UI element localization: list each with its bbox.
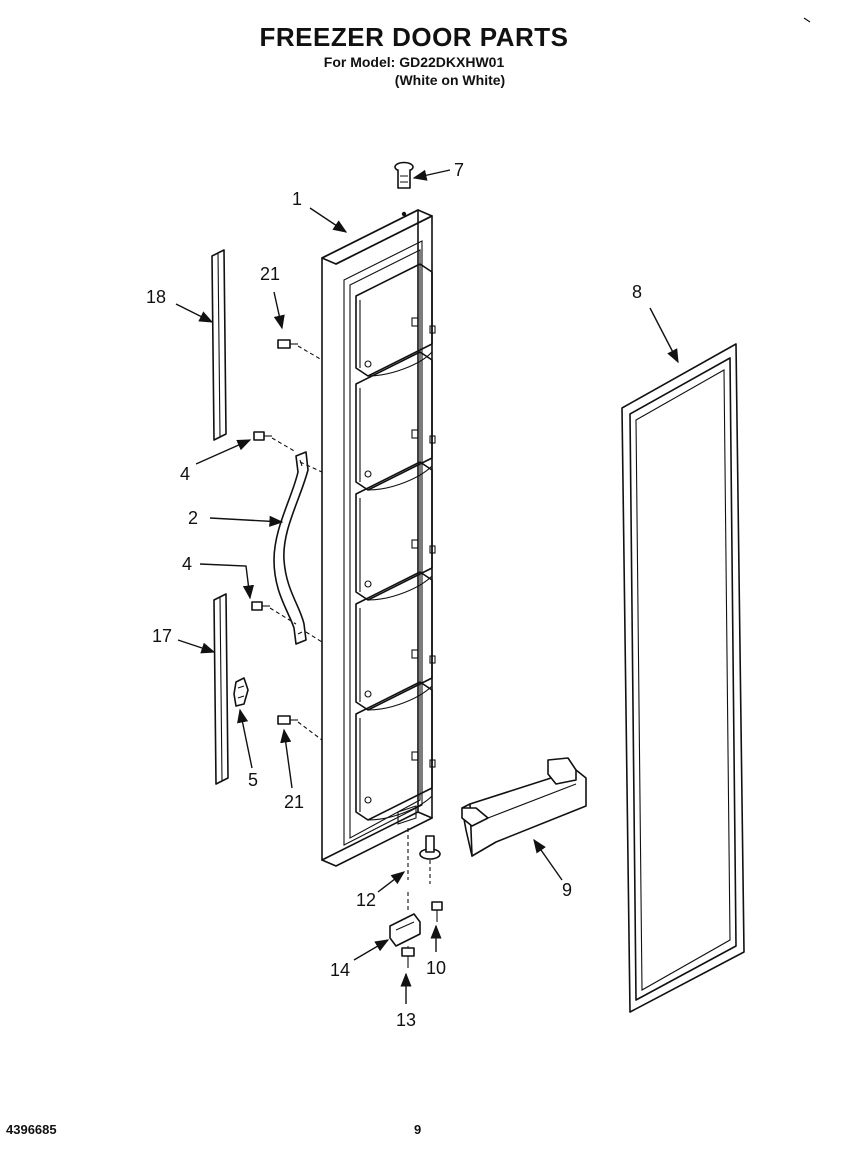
callout-handle: 2 [188, 508, 198, 528]
callout-handle-screw-lower: 4 [182, 554, 192, 574]
part-bracket-screw[interactable] [401, 947, 415, 968]
part-hinge-pin[interactable] [407, 828, 441, 884]
callout-hinge-screw: 10 [426, 958, 446, 978]
leader-lines [175, 169, 679, 1004]
part-trim-lower[interactable] [213, 593, 229, 785]
callout-door-screw-upper: 21 [260, 264, 280, 284]
callout-gasket: 8 [632, 282, 642, 302]
callout-bin: 9 [562, 880, 572, 900]
door-shelves [355, 263, 433, 821]
part-hinge-screw[interactable] [431, 901, 443, 922]
color-variant: (White on White) [394, 72, 506, 88]
part-plug[interactable] [233, 677, 249, 707]
part-hinge-bracket[interactable] [389, 892, 421, 956]
callout-door: 1 [292, 189, 302, 209]
document-number: 4396685 [6, 1122, 57, 1137]
part-trim-upper[interactable] [211, 249, 227, 441]
part-top-bushing[interactable] [394, 161, 414, 189]
part-gasket[interactable] [621, 343, 745, 1013]
part-screw-4-upper[interactable] [253, 431, 323, 473]
callout-bracket-screw: 13 [396, 1010, 416, 1030]
part-handle[interactable] [273, 451, 309, 645]
part-screw-21-lower[interactable] [277, 715, 323, 741]
callout-hinge-bracket: 14 [330, 960, 350, 980]
callout-trim-lower: 17 [152, 626, 172, 646]
callout-plug: 5 [248, 770, 258, 790]
callout-door-screw-lower: 21 [284, 792, 304, 812]
page-title: FREEZER DOOR PARTS [259, 22, 569, 52]
callout-top-bushing: 7 [454, 160, 464, 180]
corner-mark [803, 17, 811, 23]
part-door[interactable] [321, 209, 436, 867]
page-number: 9 [414, 1122, 422, 1137]
part-screw-21-upper[interactable] [277, 339, 323, 361]
model-line: For Model: GD22DKXHW01 [323, 54, 505, 70]
callout-handle-screw-upper: 4 [180, 464, 190, 484]
callout-trim-upper: 18 [146, 287, 166, 307]
part-screw-4-lower[interactable] [251, 601, 323, 643]
part-bin[interactable] [461, 757, 587, 857]
callout-hinge-pin: 12 [356, 890, 376, 910]
